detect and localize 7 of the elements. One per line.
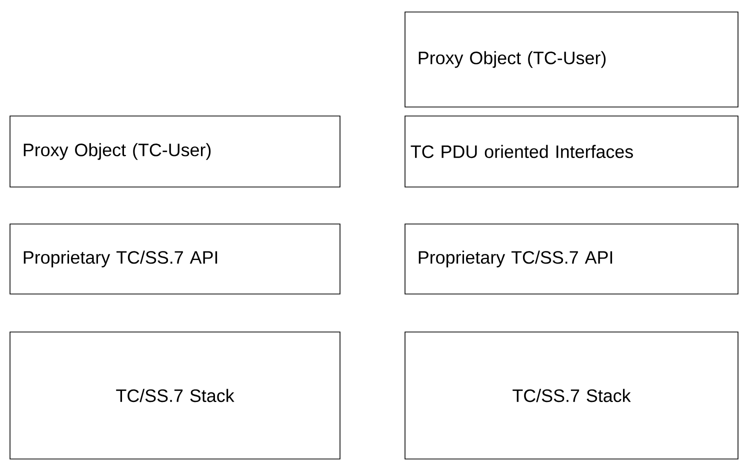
text-box: Proprietary TC/SS.7 API: [10, 224, 340, 294]
text-box: Proprietary TC/SS.7 API: [404, 224, 738, 294]
text-box: Proxy Object (TC-User): [404, 12, 738, 108]
text-box: TC/SS.7 Stack: [404, 332, 738, 460]
text-box: TC PDU oriented Interfaces: [404, 116, 738, 188]
text-box: TC/SS.7 Stack: [10, 332, 340, 460]
text-box: Proxy Object (TC-User): [10, 116, 340, 188]
